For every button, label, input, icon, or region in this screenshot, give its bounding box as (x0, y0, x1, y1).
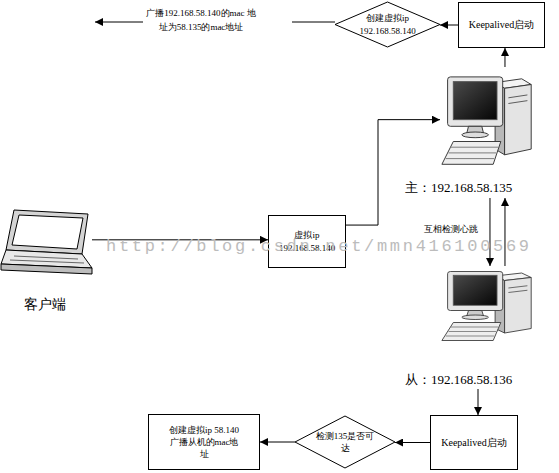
edge-label: 互相检测心跳 (424, 223, 478, 236)
watermark: http://blog.csdn.net/mmn416100569 (106, 236, 532, 258)
master-computer (442, 77, 531, 164)
node-caption: 客户端 (24, 296, 66, 315)
decision-diamond: 检测135是否可达 (295, 416, 395, 468)
node-text: 创建虚拟ip 192.168.58.140 (355, 12, 421, 36)
server-node: 从：192.168.58.136 (440, 270, 535, 345)
broadcast-note: 广播192.168.58.140的mac 地址为58.135的mac地址 (145, 6, 257, 35)
server-node: 主：192.168.58.135 (440, 75, 535, 170)
flow-arrow (504, 48, 505, 67)
node-text: Keepalived启动 (469, 18, 535, 32)
client-laptop (1, 210, 92, 274)
process-box: Keepalived启动 (430, 415, 518, 470)
broadcast-arrow (95, 22, 143, 23)
node-text: 检测135是否可达 (314, 430, 376, 454)
flow-arrow (504, 198, 505, 266)
flow-arrow (478, 389, 479, 415)
process-box: 创建虚拟ip 58.140 广播从机的mac地址 (148, 414, 260, 470)
client-node: 客户端 (0, 208, 92, 282)
diamond-shape (335, 2, 440, 47)
diamond-shape (295, 416, 395, 468)
flow-arrow (489, 198, 490, 266)
flow-arrow (92, 239, 268, 240)
broadcast-line (292, 22, 335, 23)
flow-arrow (440, 25, 458, 26)
process-box: Keepalived启动 (458, 2, 545, 48)
node-text: 创建虚拟ip 58.140 广播从机的mac地址 (166, 424, 242, 460)
node-caption: 主：192.168.58.135 (405, 179, 512, 197)
slave-computer (442, 272, 531, 341)
node-caption: 从：192.168.58.136 (405, 371, 512, 389)
diamond-outline (335, 2, 440, 47)
diamond-outline (295, 416, 395, 468)
flow-arrow (260, 442, 295, 443)
node-text: Keepalived启动 (441, 436, 507, 450)
decision-diamond: 创建虚拟ip 192.168.58.140 (335, 2, 440, 47)
flow-arrow (346, 120, 440, 225)
flow-arrow (395, 442, 430, 443)
